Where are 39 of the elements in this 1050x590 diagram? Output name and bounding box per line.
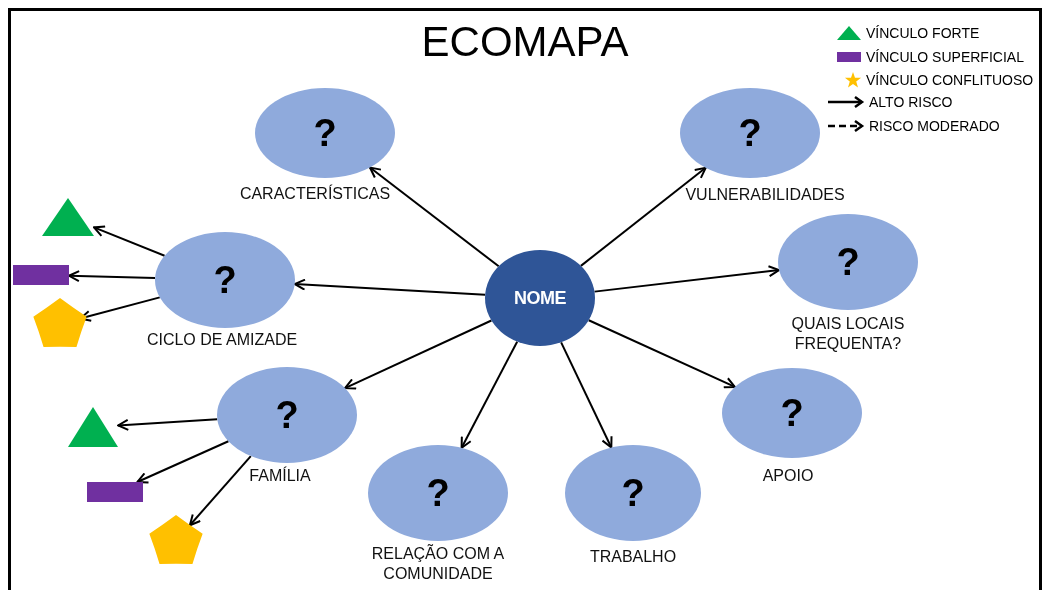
legend-text: VÍNCULO SUPERFICIAL [866,49,1024,65]
node-caption: TRABALHO [588,547,678,567]
legend-text: VÍNCULO FORTE [866,25,980,41]
arrow [188,455,252,527]
node-caption: FAMÍLIA [248,466,312,486]
question-mark: ? [426,474,450,512]
arrow [117,418,219,431]
legend-text: RISCO MODERADO [869,118,1000,134]
question-mark: ? [275,396,299,434]
arrow [344,319,493,390]
question-mark: ? [313,114,337,152]
arrow [460,340,519,449]
node-caption: APOIO [761,466,815,486]
legend-text: VÍNCULO CONFLITUOSO [866,72,1034,88]
node-caption: CICLO DE AMIZADE [145,330,299,350]
arrow [593,265,780,293]
node-caption: QUAIS LOCAIS FREQUENTA? [790,314,906,354]
question-mark: ? [213,261,237,299]
arrow [93,225,166,257]
arrow [136,440,230,484]
arrow [68,270,157,283]
node-caption: CARACTERÍSTICAS [238,184,392,204]
question-mark: ? [621,474,645,512]
arrow [587,319,736,389]
question-mark: ? [738,114,762,152]
arrow [368,166,500,268]
node-caption: VULNERABILIDADES [684,185,846,205]
question-mark: ? [780,394,804,432]
legend-text: ALTO RISCO [869,94,953,110]
bar-shape [13,265,69,285]
bar-shape [87,482,143,502]
node-caption: RELAÇÃO COM A COMUNIDADE [370,544,506,584]
center-ellipse [485,250,595,346]
title: ECOMAPA [420,18,630,66]
arrow [293,278,487,296]
arrow [579,166,707,267]
node-label: NOME [514,287,566,309]
question-mark: ? [836,243,860,281]
arrow [560,341,613,449]
